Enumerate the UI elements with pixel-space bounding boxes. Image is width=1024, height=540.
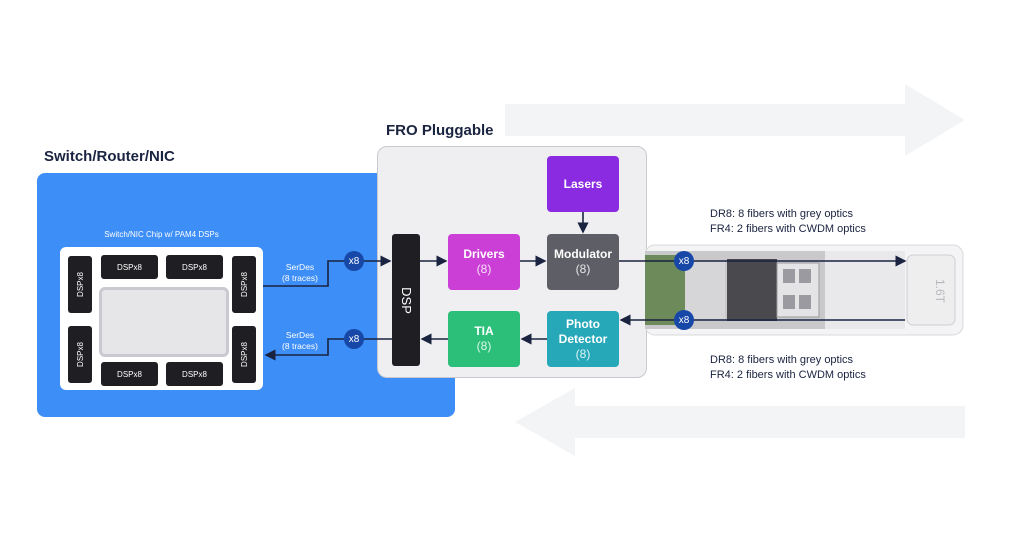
fro-dsp-block: DSP xyxy=(392,234,420,366)
dsp-block-bottom-right: DSPx8 xyxy=(166,362,223,386)
background-arrow-right xyxy=(505,84,965,156)
drivers-block: Drivers(8) xyxy=(448,234,520,290)
serdes-tx-line xyxy=(263,255,392,287)
serdes-top-label: SerDes(8 traces) xyxy=(282,262,318,283)
x8-badge-serdes-tx: x8 xyxy=(344,251,364,271)
dsp-block-left-bottom: DSPx8 xyxy=(68,326,92,383)
fro-title: FRO Pluggable xyxy=(386,122,494,139)
serdes-bottom-label: SerDes(8 traces) xyxy=(282,330,318,351)
dsp-block-right-bottom: DSPx8 xyxy=(232,326,256,383)
serdes-rx-line xyxy=(264,338,392,361)
background-arrow-left xyxy=(515,388,965,456)
x8-badge-optical-rx: x8 xyxy=(674,310,694,330)
chip-label: Switch/NIC Chip w/ PAM4 DSPs xyxy=(104,230,219,239)
dsp-block-top-right: DSPx8 xyxy=(166,255,223,279)
switch-title: Switch/Router/NIC xyxy=(44,148,175,165)
lasers-block: Lasers xyxy=(547,156,619,212)
tia-block: TIA(8) xyxy=(448,311,520,367)
dsp-block-bottom-left: DSPx8 xyxy=(101,362,158,386)
x8-badge-serdes-rx: x8 xyxy=(344,329,364,349)
dsp-block-top-left: DSPx8 xyxy=(101,255,158,279)
x8-badge-optical-tx: x8 xyxy=(674,251,694,271)
chip-core xyxy=(99,287,229,357)
dsp-block-left-top: DSPx8 xyxy=(68,256,92,313)
modulator-block: Modulator(8) xyxy=(547,234,619,290)
dsp-block-right-top: DSPx8 xyxy=(232,256,256,313)
